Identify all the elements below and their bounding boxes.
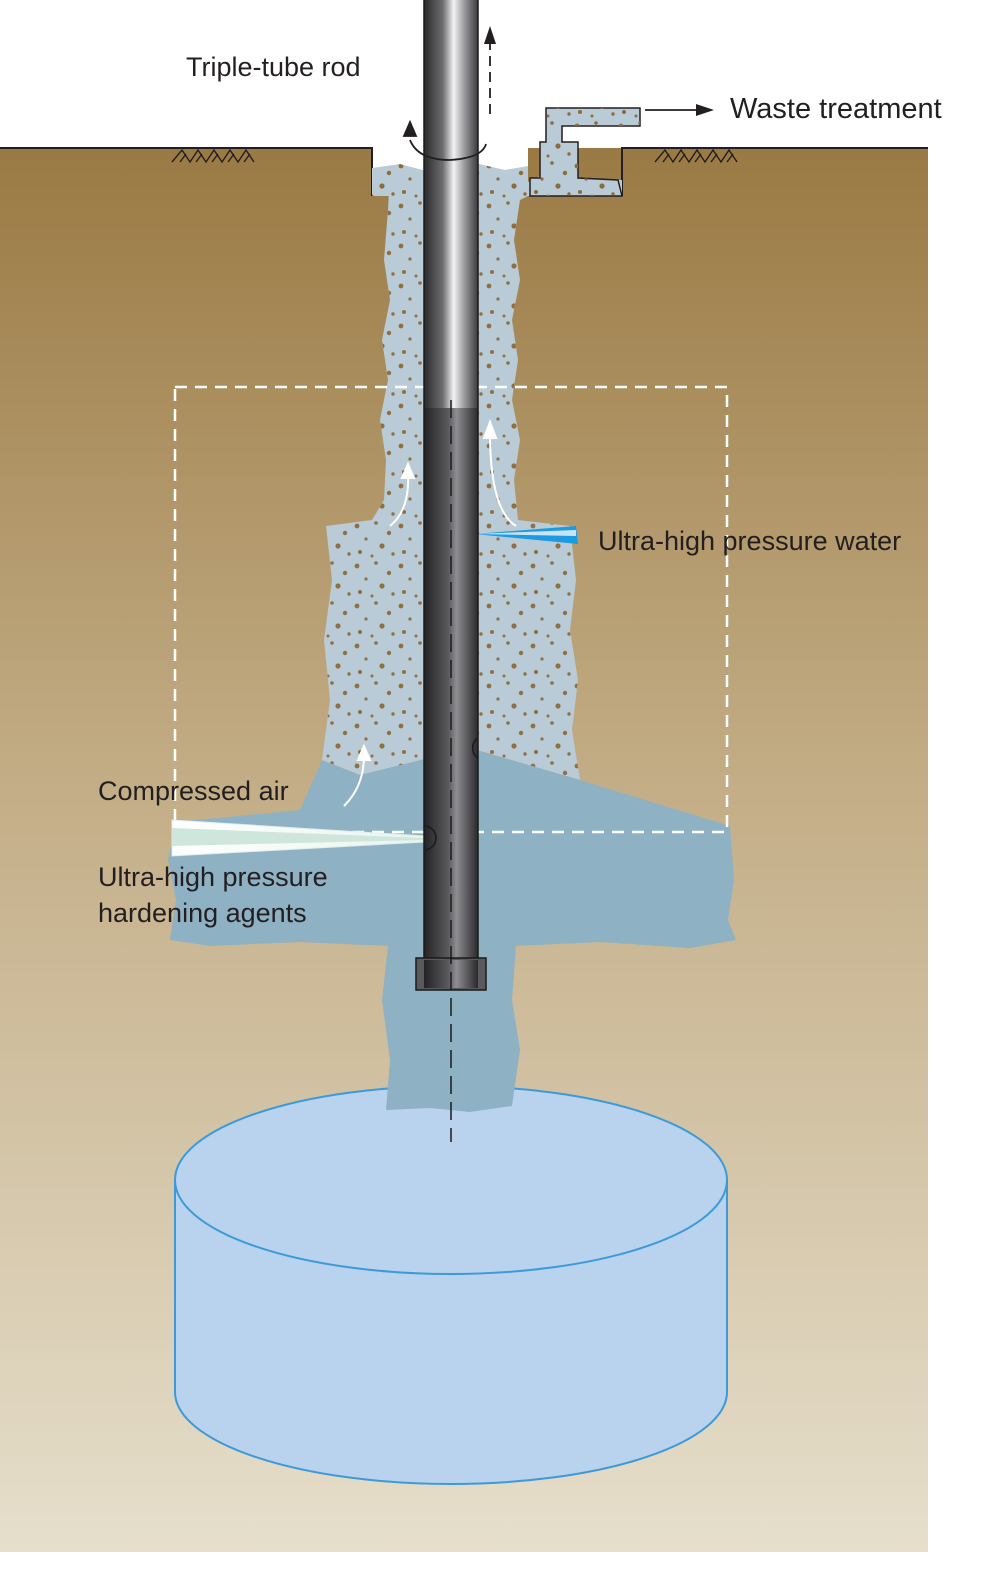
up-arrow-icon (484, 26, 496, 118)
waste-outlet-pipe (529, 107, 641, 197)
ground-hatch-icon (171, 148, 255, 164)
triple-tube-rod (415, 0, 487, 1142)
air-label: Compressed air (98, 776, 289, 806)
right-arrow-icon (645, 104, 714, 116)
detail-frame (173, 385, 729, 834)
rod-label: Triple-tube rod (186, 52, 361, 82)
agents-label-line2: hardening agents (98, 898, 307, 928)
rotation-arrow-icon (402, 119, 487, 161)
agents-label-line1: Ultra-high pressure (98, 862, 328, 892)
upflow-arrow-icon (343, 419, 517, 807)
ground-hatch-icon (654, 148, 738, 164)
waste-label: Waste treatment (730, 93, 942, 125)
improved-soil-column (174, 1085, 728, 1485)
water-label: Ultra-high pressure water (598, 526, 901, 556)
